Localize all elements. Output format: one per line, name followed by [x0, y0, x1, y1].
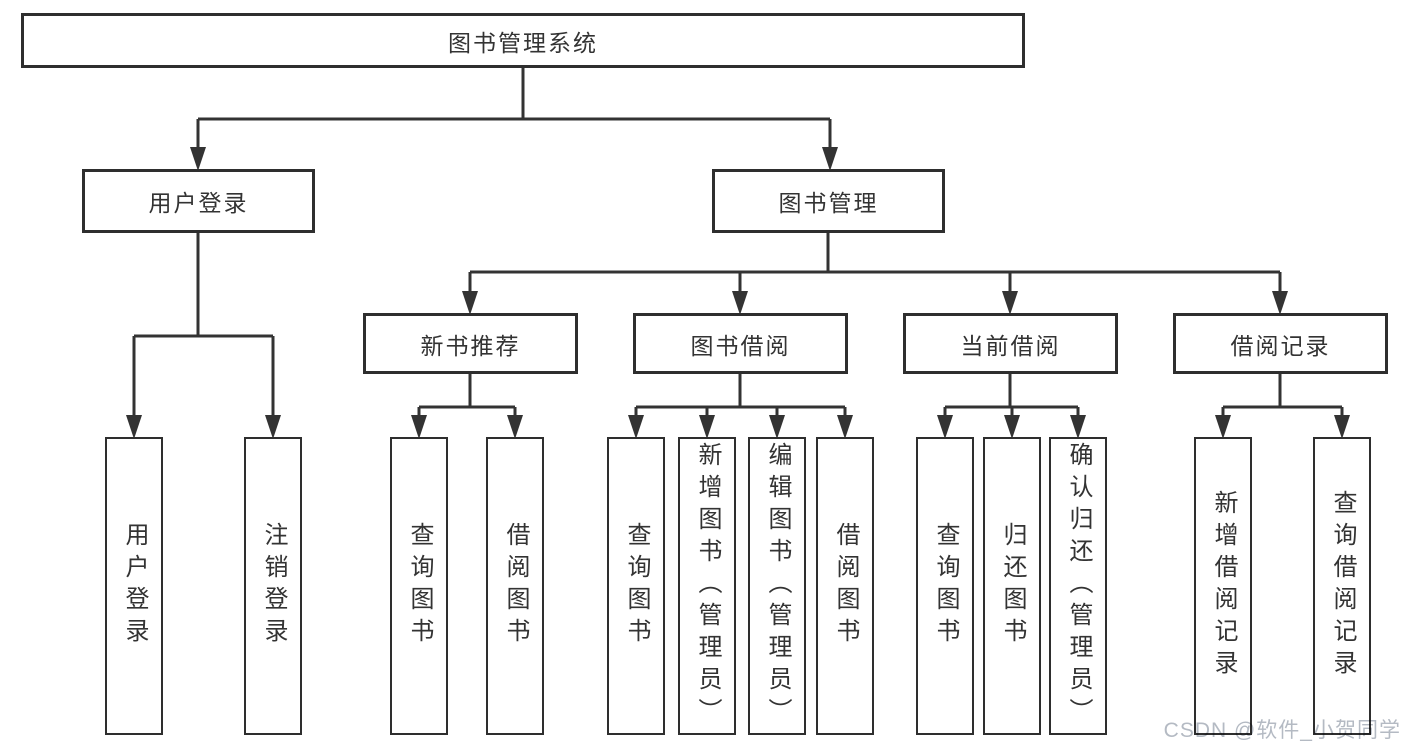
arrow-down-icon: [937, 415, 953, 439]
node-current-borrowing: 当前借阅: [903, 313, 1118, 374]
node-label: 归还图书: [999, 522, 1026, 650]
leaf-borrow-books-recommend: 借阅图书: [486, 437, 544, 735]
node-label: 当前借阅: [960, 332, 1061, 359]
leaf-query-books-current: 查询图书: [916, 437, 974, 735]
node-new-book-recommendation: 新书推荐: [363, 313, 578, 374]
node-label: 查询图书: [623, 522, 650, 650]
node-book-management: 图书管理: [712, 169, 945, 233]
node-library-management-system: 图书管理系统: [21, 13, 1025, 68]
arrow-down-icon: [1002, 291, 1018, 315]
arrow-down-icon: [699, 415, 715, 439]
node-label: 确认归还（管理员）: [1065, 442, 1092, 730]
node-label: 用户登录: [121, 522, 148, 650]
leaf-logout: 注销登录: [244, 437, 302, 735]
leaf-edit-books-admin: 编辑图书（管理员）: [748, 437, 806, 735]
node-label: 借阅图书: [832, 522, 859, 650]
node-label: 图书管理系统: [448, 29, 598, 56]
node-label: 图书借阅: [690, 332, 791, 359]
node-book-borrowing: 图书借阅: [633, 313, 848, 374]
node-label: 新书推荐: [420, 332, 521, 359]
arrow-down-icon: [1004, 415, 1020, 439]
arrow-down-icon: [628, 415, 644, 439]
arrow-down-icon: [126, 415, 142, 439]
csdn-watermark: CSDN @软件_小贺同学: [1163, 719, 1401, 742]
node-user-login: 用户登录: [82, 169, 315, 233]
node-label: 编辑图书（管理员）: [764, 442, 791, 730]
arrow-down-icon: [822, 147, 838, 171]
leaf-query-books-recommend: 查询图书: [390, 437, 448, 735]
arrowheads: [126, 147, 1350, 439]
node-label: 借阅记录: [1230, 332, 1331, 359]
arrow-down-icon: [265, 415, 281, 439]
node-label: 查询借阅记录: [1329, 490, 1356, 682]
arrow-down-icon: [1215, 415, 1231, 439]
arrow-down-icon: [1272, 291, 1288, 315]
node-borrowing-records: 借阅记录: [1173, 313, 1388, 374]
arrow-down-icon: [190, 147, 206, 171]
connector-path: [132, 68, 1344, 418]
leaf-query-borrow-record: 查询借阅记录: [1313, 437, 1371, 735]
leaf-return-books: 归还图书: [983, 437, 1041, 735]
leaf-add-borrow-record: 新增借阅记录: [1194, 437, 1252, 735]
node-label: 图书管理: [778, 190, 879, 216]
leaf-query-books-borrow: 查询图书: [607, 437, 665, 735]
node-label: 新增借阅记录: [1210, 490, 1237, 682]
arrow-down-icon: [507, 415, 523, 439]
node-label: 用户登录: [148, 190, 249, 216]
node-label: 注销登录: [260, 522, 287, 650]
node-label: 查询图书: [932, 522, 959, 650]
leaf-user-login: 用户登录: [105, 437, 163, 735]
arrow-down-icon: [732, 291, 748, 315]
arrow-down-icon: [462, 291, 478, 315]
node-label: 借阅图书: [502, 522, 529, 650]
arrow-down-icon: [769, 415, 785, 439]
node-label: 新增图书（管理员）: [694, 442, 721, 730]
arrow-down-icon: [1334, 415, 1350, 439]
leaf-confirm-return-admin: 确认归还（管理员）: [1049, 437, 1107, 735]
arrow-down-icon: [837, 415, 853, 439]
leaf-add-books-admin: 新增图书（管理员）: [678, 437, 736, 735]
arrow-down-icon: [411, 415, 427, 439]
arrow-down-icon: [1070, 415, 1086, 439]
node-label: 查询图书: [406, 522, 433, 650]
leaf-borrow-books: 借阅图书: [816, 437, 874, 735]
